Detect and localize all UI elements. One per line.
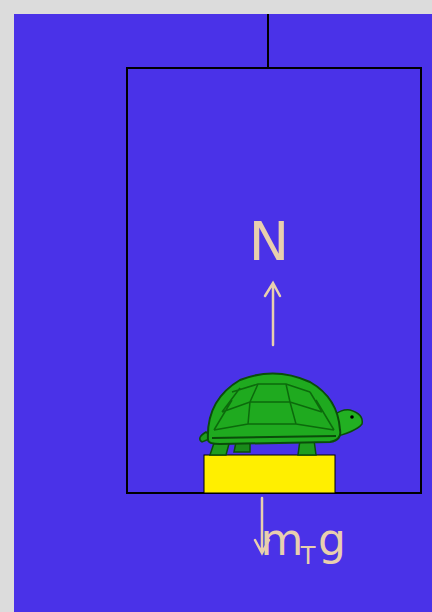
background: [14, 14, 432, 612]
mass-symbol: m: [261, 518, 304, 562]
cable: [267, 14, 269, 68]
scale-block: [204, 455, 335, 493]
turtle: [200, 373, 363, 455]
normal-force-arrow: [265, 283, 280, 345]
force-label: N: [249, 215, 289, 269]
force-arrows: [255, 283, 280, 553]
subscript: T: [301, 544, 316, 568]
force-label-text: N: [249, 215, 289, 269]
gravity-symbol: g: [318, 518, 346, 562]
subscript-text: T: [301, 544, 316, 568]
elevator-box: [127, 68, 421, 493]
gravity-symbol-text: g: [318, 518, 346, 562]
mass-symbol-text: m: [261, 518, 304, 562]
